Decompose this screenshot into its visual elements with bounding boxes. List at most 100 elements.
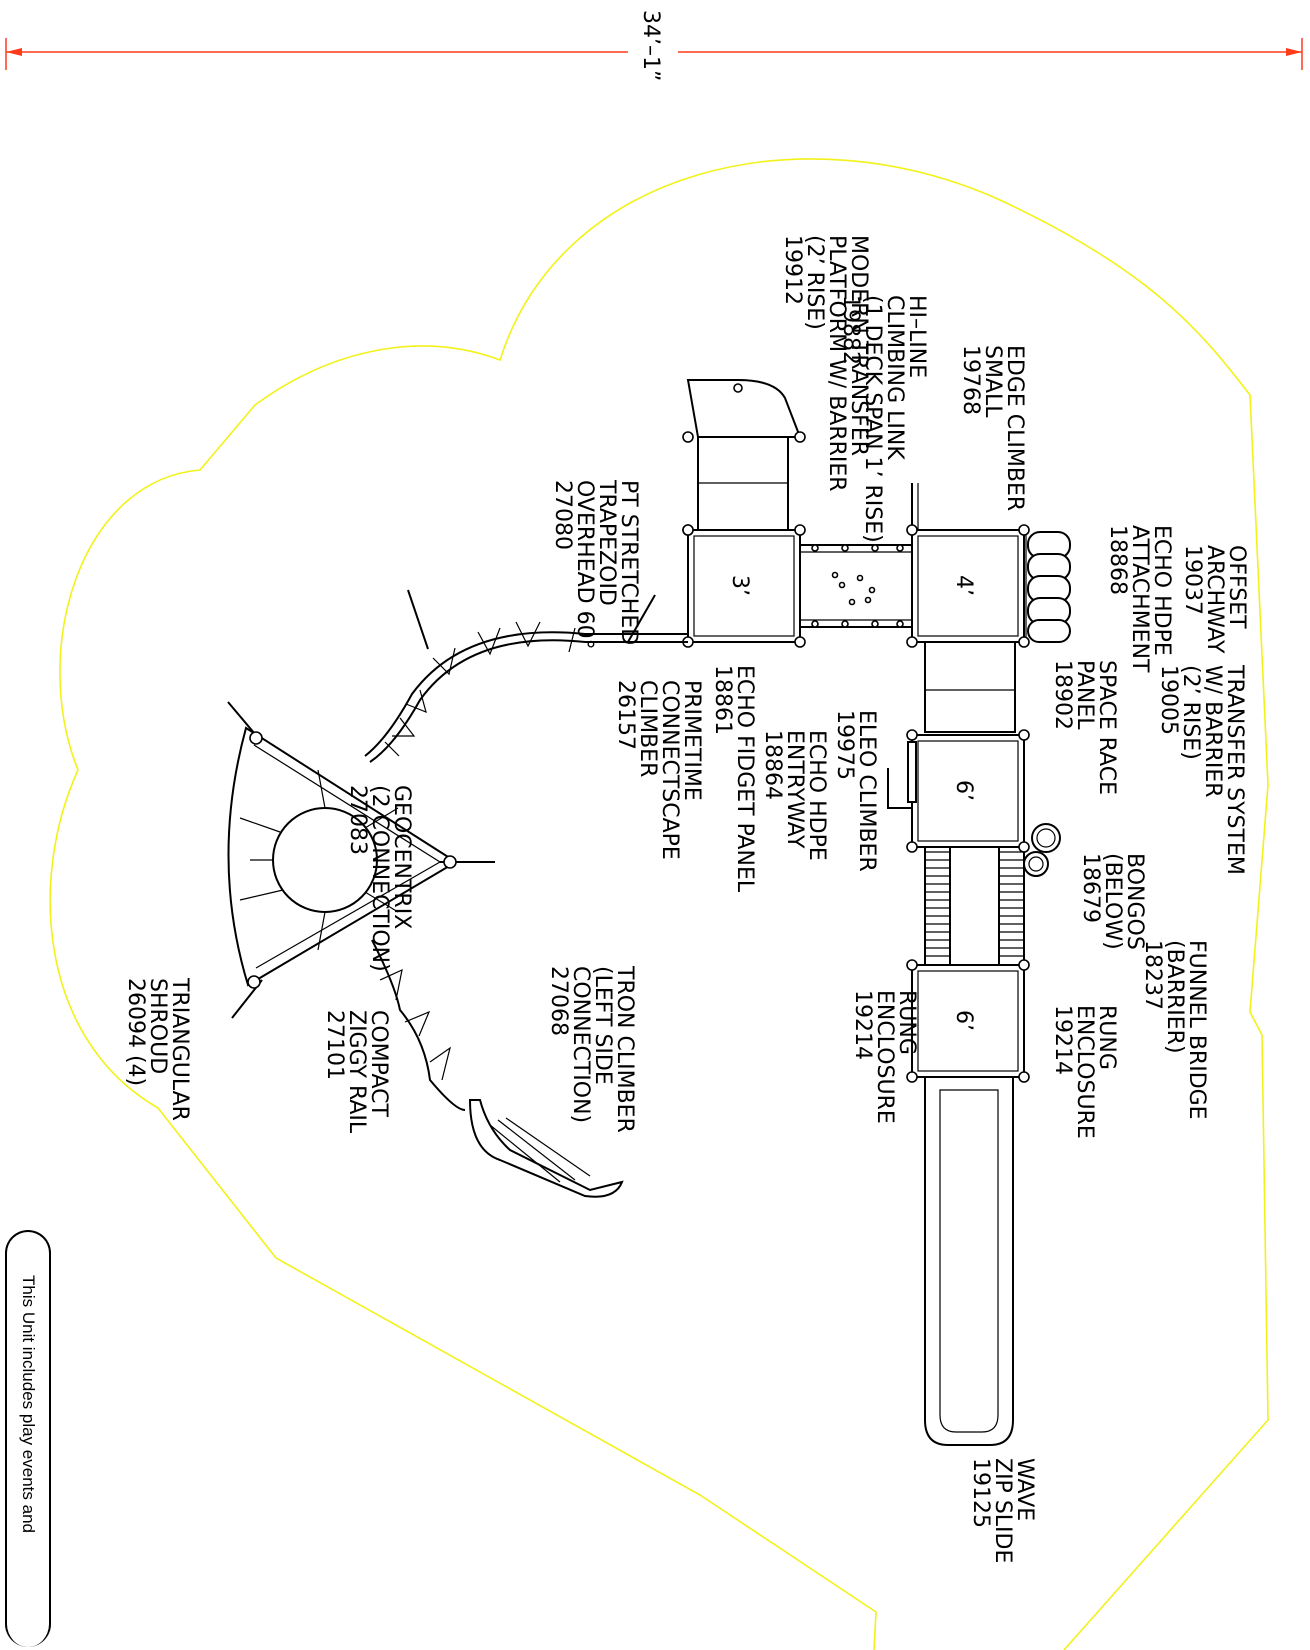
deck-4ft	[911, 529, 1025, 643]
label-line: 19912	[780, 235, 805, 305]
wave-zip-slide-graphic	[924, 1076, 1014, 1446]
geocentrix-graphic	[227, 701, 495, 1019]
label-line: 18902	[1050, 660, 1075, 730]
label-line: SHROUD	[145, 978, 170, 1074]
label-line: 19125	[968, 1458, 993, 1528]
label-line: MODERN TRANSFER	[846, 235, 871, 456]
deck-3ft-label: 3’	[727, 575, 752, 596]
label-line: CONNECTSCAPE	[657, 680, 682, 860]
space-race-label: SPACE RACEPANEL18902	[1050, 660, 1119, 795]
label-line: 19975	[832, 710, 857, 780]
label-line: TRAPEZOID	[594, 479, 619, 606]
label-line: PRIMETIME	[679, 680, 704, 801]
label-line: SPACE RACE	[1094, 660, 1119, 795]
label-line: 18679	[1078, 853, 1103, 923]
label-line: OVERHEAD 60°	[572, 480, 597, 650]
echo-hdpe-entryway-label: ECHO HDPEENTRYWAY18864	[760, 730, 829, 861]
funnel-bridge-label: FUNNEL BRIDGE(BARRIER)18237	[1140, 940, 1209, 1120]
label-line: PLATFORM W/ BARRIER	[824, 235, 849, 492]
label-line: ZIGGY RAIL	[344, 1010, 369, 1134]
label-line: 26094 (4)	[123, 978, 148, 1086]
label-line: SMALL	[980, 345, 1005, 418]
deck-post	[1018, 524, 1030, 536]
label-line: OFFSET	[1224, 545, 1249, 629]
hi-line-label: HI–LINECLIMBING LINK(1 DECK SPAN 1’ RISE…	[838, 295, 929, 543]
note-box	[5, 1230, 51, 1647]
label-line: 19037	[1180, 545, 1205, 615]
overall-dimension: 34’–1”	[5, 10, 1303, 81]
deck-post	[906, 959, 918, 971]
deck-post	[906, 1071, 918, 1083]
label-line: ECHO FIDGET PANEL	[732, 665, 757, 893]
echo-fidget-panel-label: ECHO FIDGET PANEL18861	[710, 665, 757, 893]
label-line: RUNG	[1094, 1005, 1119, 1070]
deck-post	[1018, 841, 1030, 853]
label-line: 26157	[613, 680, 638, 750]
deck-post	[1018, 959, 1030, 971]
tron-climber-label: TRON CLIMBER(LEFT SIDECONNECTION)27068	[546, 965, 637, 1133]
offset-archway-graphic	[1025, 530, 1071, 643]
label-line: COMPACT	[366, 1010, 391, 1118]
transfer-system-graphic	[924, 641, 1016, 733]
label-line: (BARRIER)	[1162, 940, 1187, 1054]
label-line: WAVE	[1012, 1458, 1037, 1521]
primetime-label: PRIMETIMECONNECTSCAPECLIMBER26157	[613, 680, 704, 860]
label-line: TRIANGULAR	[167, 977, 192, 1121]
dimension-arrow-right	[1286, 48, 1302, 56]
deck-post	[906, 729, 918, 741]
label-line: CLIMBER	[635, 680, 660, 777]
label-line: (2 CONNECTION)	[367, 785, 392, 972]
offset-archway-label: OFFSETARCHWAY19037	[1180, 545, 1249, 654]
label-line: CLIMBING LINK	[882, 295, 907, 460]
label-line: 18864	[760, 730, 785, 800]
transfer-system-label: TRANSFER SYSTEMW/ BARRIER(2’ RISE)19005	[1156, 664, 1247, 875]
label-line: EDGE CLIMBER	[1002, 345, 1027, 511]
label-line: 19214	[850, 990, 875, 1060]
deck-post	[906, 636, 918, 648]
label-line: FUNNEL BRIDGE	[1184, 940, 1209, 1120]
wave-zip-label: WAVEZIP SLIDE19125	[968, 1458, 1037, 1563]
label-line: HI–LINE	[904, 295, 929, 378]
label-line: PANEL	[1072, 660, 1097, 730]
note-text: This Unit includes play events and	[19, 1275, 38, 1533]
label-line: ATTACHMENT	[1127, 525, 1152, 673]
label-line: 18868	[1105, 525, 1130, 595]
label-line: (BELOW)	[1100, 853, 1125, 950]
deck-post	[682, 524, 694, 536]
label-line: ENCLOSURE	[872, 990, 897, 1124]
eleo-climber-graphic	[887, 768, 912, 809]
label-line: CONNECTION)	[568, 966, 593, 1123]
deck-post	[906, 524, 918, 536]
deck-6ft-upper-label: 6’	[951, 780, 976, 801]
deck-6ft-lower-label: 6’	[951, 1010, 976, 1031]
geocentrix-label: GEOCENTRIX(2 CONNECTION)27083	[345, 785, 414, 972]
label-line: GEOCENTRIX	[389, 785, 414, 929]
label-line: 19768	[958, 345, 983, 415]
label-line: RUNG	[894, 990, 919, 1055]
compact-ziggy-label: COMPACTZIGGY RAIL27101	[322, 1010, 391, 1134]
label-line: ECHO HDPE	[804, 730, 829, 861]
modern-transfer-label: MODERN TRANSFERPLATFORM W/ BARRIER(2’ RI…	[780, 235, 871, 492]
label-line: (2’ RISE)	[1178, 665, 1203, 760]
hi-line-climbing-link-graphic	[799, 544, 913, 628]
label-line: 19882	[838, 295, 863, 365]
rung-enclosures-graphic	[924, 846, 1025, 966]
label-line: 19005	[1156, 665, 1181, 735]
use-zone-boundary	[49, 158, 1269, 1650]
rung-enclosure-left-label: RUNGENCLOSURE19214	[850, 990, 919, 1124]
label-line: 27068	[546, 966, 571, 1036]
label-line: 27080	[550, 480, 575, 550]
label-line: (LEFT SIDE	[590, 966, 615, 1085]
eleo-climber-label: ELEO CLIMBER19975	[832, 710, 879, 872]
deck-post	[1018, 636, 1030, 648]
label-line: W/ BARRIER	[1200, 665, 1225, 798]
label-line: BONGOS	[1122, 853, 1147, 950]
label-line: ARCHWAY	[1202, 545, 1227, 654]
label-line: ENTRYWAY	[782, 730, 807, 849]
echo-hdpe-attachment-label: ECHO HDPEATTACHMENT18868	[1105, 525, 1174, 673]
label-line: ECHO HDPE	[1149, 525, 1174, 656]
deck-3ft	[687, 529, 801, 643]
label-line: ZIP SLIDE	[990, 1458, 1015, 1563]
